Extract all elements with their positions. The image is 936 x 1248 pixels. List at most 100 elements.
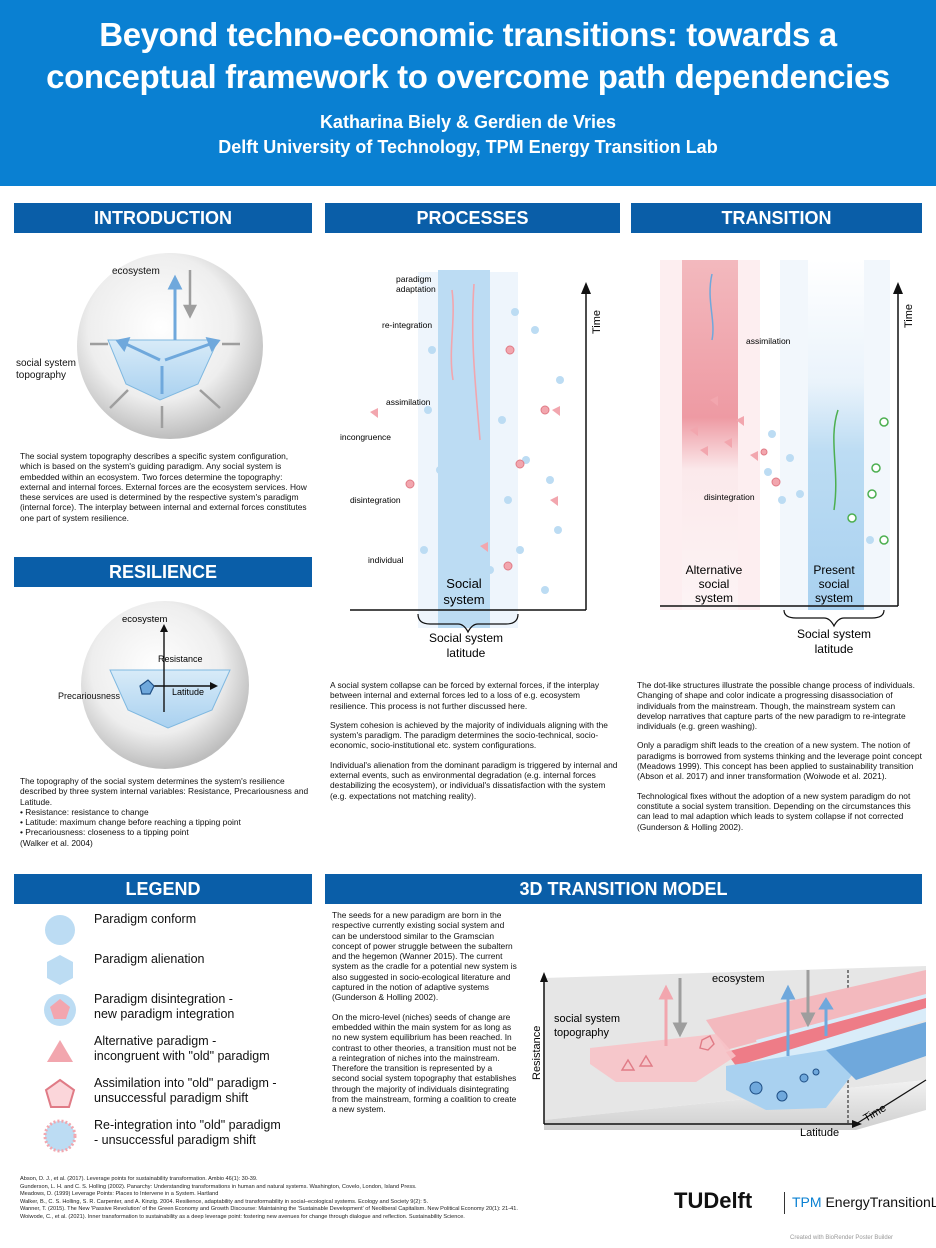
credit: Created with BioRender Poster Builder xyxy=(790,1235,894,1241)
resilience-ref: (Walker et al. 2004) xyxy=(20,837,93,848)
legend-item-paradigm-alienation: Paradigm alienation xyxy=(14,950,314,990)
processes-text: A social system collapse can be forced b… xyxy=(330,680,620,810)
legend-item-alternative: Alternative paradigm - incongruent with … xyxy=(14,1032,314,1072)
legend-item-assimilation: Assimilation into "old" paradigm - unsuc… xyxy=(14,1074,314,1114)
intro-figure: ecosystem xyxy=(77,253,263,439)
individual-dots xyxy=(420,308,564,594)
transition-latitude-2: latitude xyxy=(815,642,854,656)
title-line-1: Beyond techno-economic transitions: towa… xyxy=(99,16,837,53)
legend-label: Paradigm conform xyxy=(94,912,197,926)
transition-paragraph: Only a paradigm shift leads to the creat… xyxy=(637,740,922,782)
legend-label: Re-integration into "old" paradigm xyxy=(94,1118,281,1132)
social-system-label-2: system xyxy=(443,592,484,607)
transition-latitude-1: Social system xyxy=(797,627,871,641)
social-system-column xyxy=(438,270,490,628)
alternative-triangles xyxy=(370,406,560,552)
time-label: Time xyxy=(591,310,603,334)
model3d-text: The seeds for a new paradigm are born in… xyxy=(332,910,520,1124)
section-resilience: RESILIENCE xyxy=(14,557,312,587)
label-reintegration: re-integration xyxy=(382,320,432,330)
resilience-intro: The topography of the social system dete… xyxy=(20,776,309,807)
legend-item-disintegration: Paradigm disintegration - new paradigm i… xyxy=(14,990,314,1030)
latitude-label-2: latitude xyxy=(447,646,486,660)
intro-text: The social system topography describes a… xyxy=(20,451,307,523)
section-processes: PROCESSES xyxy=(325,203,620,233)
alt-label-3: system xyxy=(695,591,733,605)
resistance-label: Resistance xyxy=(158,654,203,664)
alt-label-1: Alternative xyxy=(686,563,743,577)
latitude-label-1: Social system xyxy=(429,631,503,645)
reference: Woiwode, C., et al. (2021). Inner transf… xyxy=(20,1213,465,1220)
grey-force-arrows xyxy=(672,970,816,1038)
alt-label-2: social xyxy=(699,577,730,591)
transition-paragraph: Technological fixes without the adoption… xyxy=(637,790,911,832)
label-paradigm: paradigm xyxy=(396,274,431,284)
present-label-1: Present xyxy=(813,563,855,577)
present-topography xyxy=(726,1050,856,1110)
individual-dots-2 xyxy=(764,430,874,544)
circle-icon xyxy=(45,915,75,945)
model3d-figure: ecosystem social system topography Resis… xyxy=(531,966,927,1139)
reference: Walker, B., C. S. Holling, S. R. Carpent… xyxy=(20,1198,429,1205)
logo-brand: TUDelft xyxy=(674,1188,753,1213)
poster-title: Beyond techno-economic transitions: towa… xyxy=(20,14,916,98)
section-3d-model: 3D TRANSITION MODEL xyxy=(325,874,922,904)
references: Abson, D. J., et al. (2017). Leverage po… xyxy=(20,1176,660,1221)
latitude-label: Latitude xyxy=(172,687,204,697)
pentagon-icon xyxy=(44,994,76,1026)
time-axis-3d xyxy=(855,1079,927,1125)
reference: Gunderson, L. H. and C. S. Holling (2002… xyxy=(20,1183,417,1190)
label-individual: individual xyxy=(368,555,404,565)
present-system-column xyxy=(808,260,864,610)
model-ecosystem-label: ecosystem xyxy=(712,973,765,985)
processes-paragraph: System cohesion is achieved by the major… xyxy=(330,719,608,751)
label-incongruence: incongruence xyxy=(340,432,391,442)
hexagon-icon xyxy=(47,955,73,985)
section-transition: TRANSITION xyxy=(631,203,922,233)
model-latitude-label: Latitude xyxy=(800,1127,839,1139)
title-line-2: conceptual framework to overcome path de… xyxy=(46,58,890,95)
model-individuals xyxy=(749,1068,820,1102)
transition-figure: assimilation disintegration Time Alterna… xyxy=(660,260,915,656)
logo-lab-prefix: TPM xyxy=(792,1194,822,1210)
model-topography-label-1: social system xyxy=(554,1013,620,1025)
external-force-arrows xyxy=(90,270,240,428)
label-assimilation: assimilation xyxy=(386,397,431,407)
poster-header: Beyond techno-economic transitions: towa… xyxy=(0,0,936,186)
alternative-triangles-2 xyxy=(690,396,758,461)
disintegration-dots-2 xyxy=(760,448,781,487)
label-disintegration: disintegration xyxy=(350,495,401,505)
processes-paragraph: A social system collapse can be forced b… xyxy=(330,680,600,711)
social-system-label-1: Social xyxy=(446,576,482,591)
legend-label: Paradigm alienation xyxy=(94,952,205,966)
reference: Meadows, D. (1999) Leverage Points: Plac… xyxy=(20,1191,219,1197)
model-alternatives xyxy=(620,1035,715,1071)
pink-force-arrows xyxy=(658,984,674,1046)
model-topography-label-2: topography xyxy=(554,1027,610,1039)
precariousness-ball xyxy=(139,679,155,695)
reference: Abson, D. J., et al. (2017). Leverage po… xyxy=(20,1176,258,1182)
resilience-text: The topography of the social system dete… xyxy=(20,776,310,848)
time-label-2: Time xyxy=(903,304,915,328)
topography-label: social system topography xyxy=(16,358,76,382)
model3d-paragraph: The seeds for a new paradigm are born in… xyxy=(332,910,517,1003)
affiliation: Delft University of Technology, TPM Ener… xyxy=(218,137,718,157)
precariousness-label: Precariousness xyxy=(58,691,121,701)
legend-label: Paradigm disintegration - xyxy=(94,992,233,1006)
disintegration-dots xyxy=(405,345,550,571)
resilience-bullet: • Precariousness: closeness to a tipping… xyxy=(20,827,189,838)
reference: Wanner, T. (2015). The New 'Passive Revo… xyxy=(20,1206,518,1212)
legend-label: Alternative paradigm - xyxy=(94,1034,217,1048)
resilience-bullet: • Latitude: maximum change before reachi… xyxy=(20,817,241,828)
pentagon-outline-icon xyxy=(44,1078,76,1108)
resilience-bullet: • Resistance: resistance to change xyxy=(20,806,149,817)
topography-label-1: social system xyxy=(16,358,77,369)
legend-label: - unsuccessful paradigm shift xyxy=(94,1133,256,1147)
topography-bowl-2 xyxy=(109,669,231,729)
model3d-paragraph: On the micro-level (niches) seeds of cha… xyxy=(332,1011,517,1115)
label-assimilation-2: assimilation xyxy=(746,336,791,346)
legend-label: incongruent with "old" paradigm xyxy=(94,1049,270,1063)
ecosystem-label: ecosystem xyxy=(112,266,160,277)
